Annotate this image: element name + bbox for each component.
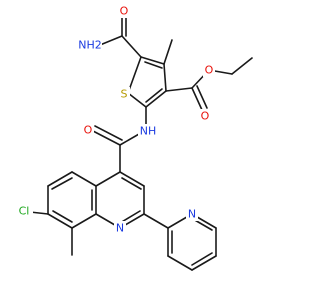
atom-label-layer: NH2 O S O O NH O Cl — [15, 4, 215, 235]
bond-ester-c — [165, 87, 193, 92]
bond-q-c7-c8-double — [52, 210, 73, 223]
bond-py-c5-c4 — [191, 255, 217, 271]
structure-canvas: NH2 O S O O NH O Cl — [15, 4, 253, 271]
bond-q-c5-c6 — [47, 171, 73, 187]
nh2-label: NH2 — [78, 39, 102, 52]
bond-py-c4-c3 — [167, 255, 193, 271]
bond-ester-co-2 — [196, 85, 208, 109]
o-amide-mid-label: O — [84, 124, 93, 137]
o-amide-top-label: O — [120, 5, 129, 18]
atom-o-amide-mid: O — [82, 123, 94, 137]
bond-q-c5-c6-double — [51, 177, 73, 190]
bond-thio-s-c5 — [127, 56, 142, 94]
atom-o-ester-ether: O — [203, 63, 215, 77]
bond-q-c7-c8 — [47, 213, 73, 229]
bond-q-c4-c3 — [119, 171, 145, 187]
n-pyridine-label: N — [188, 208, 196, 221]
bond-amide-ring — [121, 35, 142, 58]
atom-cl: Cl — [15, 204, 33, 219]
o-ester-ether-label: O — [205, 64, 214, 77]
nh-link-label: NH — [140, 125, 157, 138]
bond-q-c8-c8a — [71, 213, 97, 229]
atom-n-pyridine: N — [186, 207, 198, 221]
bond-q-c4a-c4 — [95, 171, 121, 187]
bond-amide-mid-co-2 — [94, 125, 123, 141]
bond-q-pyridine — [143, 213, 169, 229]
bond-c-nh2 — [99, 35, 123, 46]
o-ester-carbonyl-label: O — [201, 110, 210, 123]
bond-q-c4a-c5 — [71, 171, 97, 187]
atom-o-amide-top: O — [118, 4, 130, 18]
n-quinoline-label: N — [116, 222, 124, 235]
bond-thio-c3-c2 — [145, 90, 167, 108]
atom-nh2: NH2 — [78, 37, 102, 53]
bond-thio-c4-c3 — [163, 63, 167, 92]
atom-n-quinoline: N — [114, 221, 126, 235]
atom-s-ring: S — [118, 87, 130, 101]
bond-py-c5-c4-double — [191, 252, 213, 266]
bond-ethyl-ch3 — [231, 57, 253, 75]
bond-methyl-thiophene — [163, 39, 173, 65]
atom-o-ester-carbonyl: O — [199, 109, 211, 123]
cl-label: Cl — [19, 205, 30, 218]
bond-q-c4-c3-double — [121, 177, 142, 190]
bond-thio-c2-s — [127, 92, 147, 108]
bond-amide-mid-co-1 — [92, 130, 121, 146]
s-ring-label: S — [121, 88, 128, 101]
molecule-structure-diagram: NH2 O S O O NH O Cl — [15, 4, 253, 271]
bond-thio-c3-c2-double — [145, 88, 163, 103]
bond-thio-c5-c4 — [140, 56, 165, 65]
bond-thio-c5-c4-double — [144, 61, 163, 69]
atom-nh-link: NH — [138, 124, 158, 138]
bond-layer — [29, 14, 253, 271]
bond-ester-co-1 — [191, 87, 203, 111]
